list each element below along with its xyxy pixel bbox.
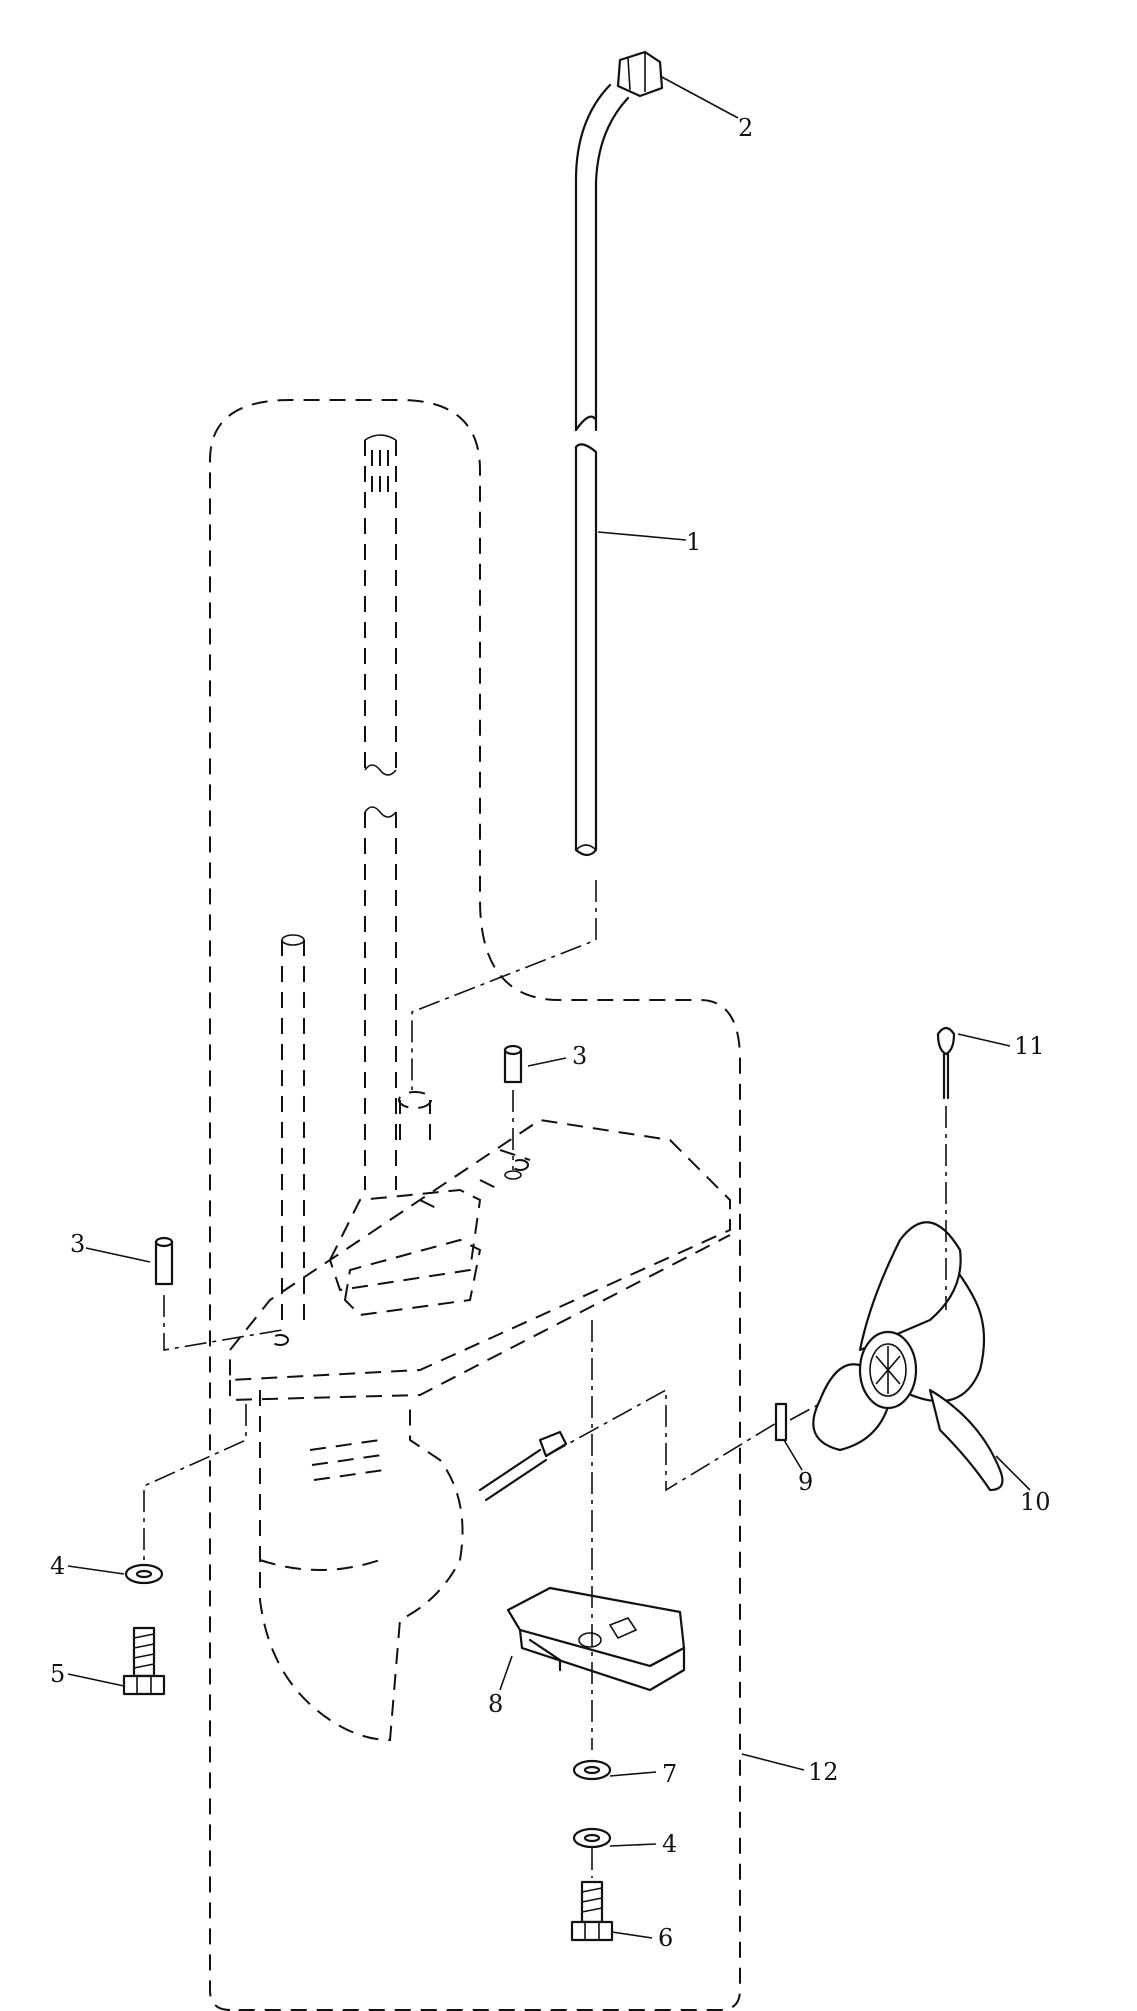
part-11-cotter-pin (936, 1026, 956, 1100)
part-6-bolt (570, 1880, 614, 1942)
callout-2: 2 (738, 114, 753, 142)
callout-leaders (67, 75, 1031, 1939)
callout-3-left: 3 (70, 1230, 85, 1258)
gearcase-dashed-body (229, 1118, 731, 1742)
part-10-propeller (812, 1221, 1004, 1492)
part-3-dowel-pin-right (503, 1044, 523, 1180)
callout-3-right: 3 (572, 1042, 587, 1070)
callout-1: 1 (686, 528, 701, 556)
water-pump-assembly (328, 1091, 482, 1317)
callout-6: 6 (658, 1924, 673, 1952)
shift-rod (281, 934, 305, 1330)
propeller-leader (545, 1388, 779, 1492)
part-1-water-tube (574, 83, 630, 857)
part-12-housing-outline (209, 399, 741, 2011)
part-9-pin (774, 1402, 788, 1442)
callout-5: 5 (50, 1660, 65, 1688)
left-bolt-leader (143, 1404, 247, 1560)
callout-4-right: 4 (662, 1830, 677, 1858)
drive-shaft (364, 434, 397, 1190)
propeller-shaft (478, 1430, 568, 1502)
part-8-anode (506, 1586, 686, 1692)
callout-8: 8 (488, 1690, 503, 1718)
part-2-grommet (616, 50, 664, 98)
callout-7: 7 (662, 1760, 677, 1788)
tube-leader-line (411, 880, 597, 1090)
callout-9: 9 (798, 1468, 813, 1496)
callout-10: 10 (1020, 1488, 1051, 1516)
callout-11: 11 (1014, 1032, 1045, 1060)
callout-12: 12 (808, 1758, 839, 1786)
callout-4-left: 4 (50, 1552, 65, 1580)
part-3-dowel-pin-left (154, 1236, 283, 1351)
part-5-bolt (122, 1626, 166, 1696)
